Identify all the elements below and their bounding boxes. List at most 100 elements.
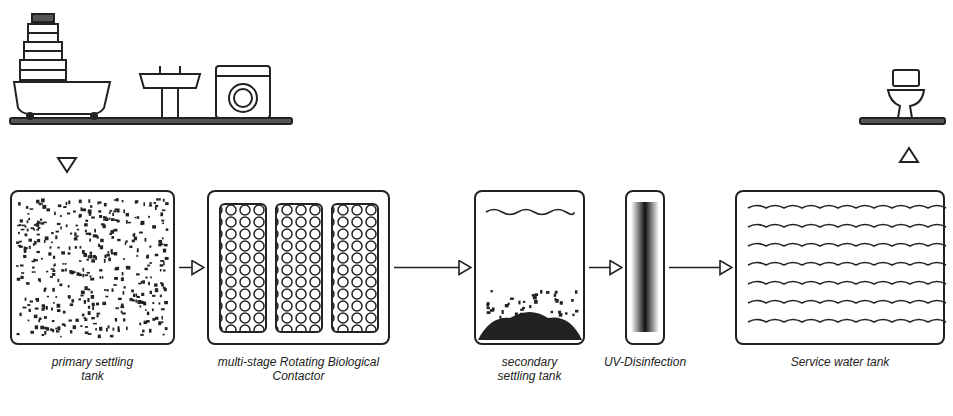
particle: [22, 307, 26, 309]
particle: [123, 318, 125, 321]
particle: [79, 200, 82, 204]
particle: [109, 212, 111, 214]
particle: [162, 237, 164, 239]
particle: [77, 229, 79, 231]
particle: [88, 209, 92, 213]
particle: [554, 298, 556, 301]
particle: [140, 305, 142, 307]
particle: [136, 273, 140, 275]
particle: [56, 231, 59, 233]
particle: [64, 324, 66, 326]
particle: [104, 259, 106, 263]
particle: [71, 299, 74, 302]
particle: [49, 246, 51, 248]
particle: [160, 264, 163, 266]
particle: [141, 281, 143, 284]
particle: [102, 276, 104, 278]
particle: [115, 318, 117, 322]
particle: [518, 301, 520, 305]
particle: [84, 274, 88, 276]
particle: [115, 307, 118, 309]
particle: [100, 245, 103, 249]
particle: [158, 198, 160, 200]
particle: [54, 263, 56, 266]
particle: [112, 213, 114, 216]
particle: [27, 229, 29, 232]
wave: [748, 263, 946, 266]
particle: [502, 310, 504, 314]
particle: [55, 328, 57, 330]
particle: [146, 320, 149, 323]
particle: [69, 319, 72, 321]
particle: [52, 288, 54, 292]
particle: [113, 284, 117, 286]
wave: [748, 301, 946, 304]
particle: [78, 298, 81, 300]
particle: [91, 259, 95, 262]
particle: [487, 302, 490, 305]
particle: [58, 204, 61, 207]
particle: [65, 268, 67, 271]
process-tank: primary settling tank: [10, 190, 175, 345]
particle: [94, 229, 96, 233]
particle: [84, 286, 87, 290]
particle: [66, 202, 68, 205]
particle: [55, 296, 57, 298]
particle: [57, 331, 60, 333]
particle: [44, 327, 47, 330]
particle: [161, 283, 164, 286]
particle: [34, 315, 38, 319]
particle: [165, 257, 169, 260]
particle: [60, 215, 62, 217]
particle: [122, 272, 124, 275]
particle: [160, 260, 164, 262]
particle: [25, 233, 28, 236]
particle: [73, 325, 76, 329]
particle: [126, 327, 128, 331]
particle: [163, 262, 165, 266]
flow-arrow: [394, 267, 470, 269]
particle: [91, 295, 94, 299]
particle: [85, 220, 88, 222]
particle: [99, 201, 101, 203]
particle: [98, 210, 101, 212]
particle: [90, 275, 92, 277]
particle: [19, 313, 21, 316]
particle: [17, 333, 20, 335]
particle: [565, 312, 568, 314]
particle: [129, 246, 132, 248]
particle: [152, 309, 154, 312]
particle: [114, 277, 118, 280]
particle: [86, 233, 89, 235]
process-tank: secondary settling tank: [474, 190, 585, 345]
particle: [89, 239, 91, 242]
particle: [102, 302, 106, 305]
particle: [111, 253, 115, 255]
particle: [52, 270, 55, 272]
particle: [88, 255, 90, 258]
particle: [487, 307, 490, 309]
particle: [20, 276, 23, 279]
particle: [24, 247, 26, 251]
particle: [99, 269, 102, 271]
particle: [75, 319, 78, 322]
particle: [139, 232, 143, 234]
particle: [161, 316, 163, 320]
particle: [122, 200, 124, 202]
toilet-tank: [893, 70, 919, 86]
particle: [522, 307, 525, 309]
particle: [67, 212, 70, 214]
particle: [86, 259, 88, 261]
particle: [124, 286, 126, 288]
particle: [154, 202, 156, 204]
particle: [91, 216, 95, 218]
particle: [66, 224, 68, 227]
particle: [135, 300, 137, 303]
particle: [155, 254, 159, 257]
particle: [33, 228, 35, 230]
particle: [45, 236, 49, 240]
particle: [126, 266, 130, 270]
particle: [37, 239, 40, 242]
particle: [83, 317, 86, 319]
particle: [75, 225, 78, 227]
